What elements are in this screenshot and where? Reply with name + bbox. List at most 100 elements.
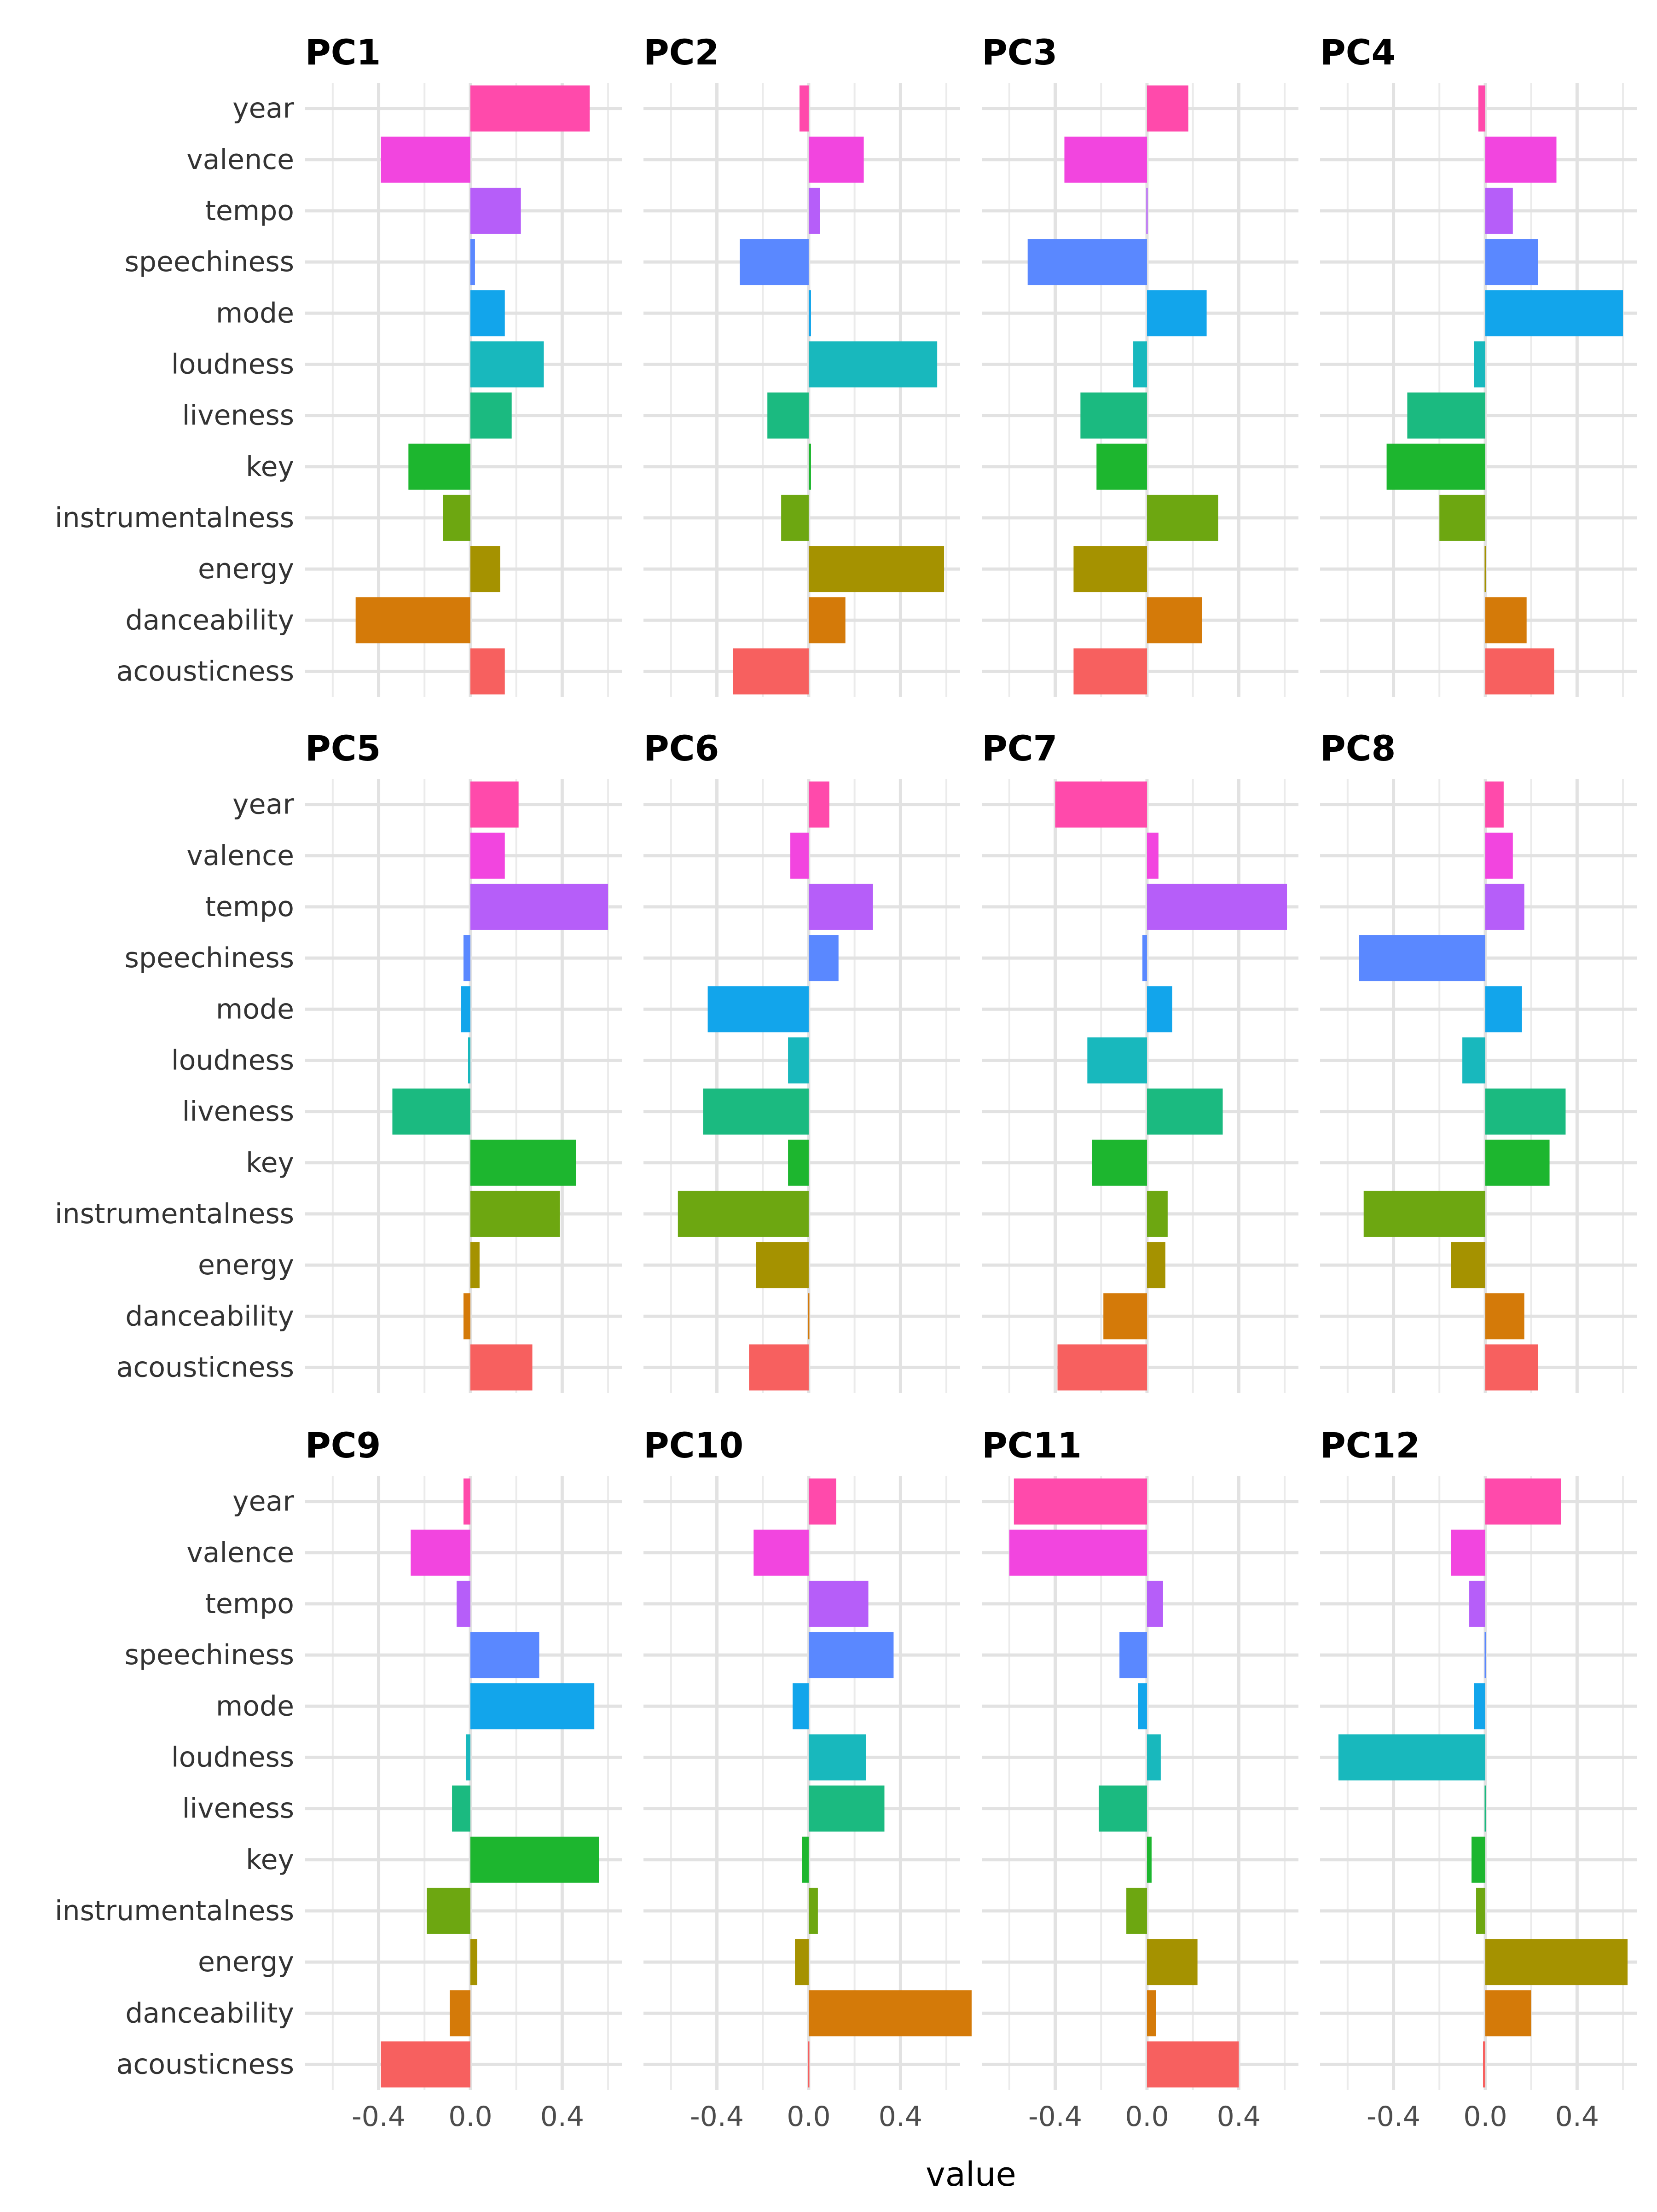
bar-pc3-key <box>1096 443 1147 490</box>
bar-pc4-danceability <box>1485 597 1527 644</box>
bar-pc9-mode <box>470 1683 595 1730</box>
bar-pc7-mode <box>1147 986 1172 1033</box>
y-tick-label: loudness <box>171 1044 294 1076</box>
bar-pc8-valence <box>1485 832 1513 879</box>
facet-title-pc9: PC9 <box>305 1425 381 1466</box>
bar-pc7-acousticness <box>1057 1344 1147 1391</box>
bar-pc2-danceability <box>808 597 846 644</box>
bar-pc11-key <box>1147 1836 1152 1883</box>
bar-pc9-instrumentalness <box>427 1887 470 1934</box>
y-tick-label: tempo <box>205 195 294 227</box>
x-tick-label: 0.0 <box>787 2101 830 2133</box>
bar-pc4-speechiness <box>1485 239 1538 285</box>
facet-title-pc2: PC2 <box>643 32 719 73</box>
bar-pc6-tempo <box>808 883 873 930</box>
bar-pc7-valence <box>1147 832 1159 879</box>
bar-pc1-mode <box>470 290 505 337</box>
y-tick-label: energy <box>198 1946 294 1978</box>
bar-pc1-key <box>408 443 470 490</box>
bar-pc1-liveness <box>470 392 512 439</box>
y-tick-label: loudness <box>171 348 294 380</box>
y-tick-label: tempo <box>205 1588 294 1620</box>
bar-pc2-loudness <box>808 341 938 388</box>
bar-pc11-energy <box>1147 1939 1198 1986</box>
bar-pc10-valence <box>753 1529 809 1576</box>
bar-pc10-tempo <box>808 1580 869 1627</box>
x-tick-label: 0.4 <box>879 2101 922 2133</box>
bar-pc1-acousticness <box>470 648 505 695</box>
facet-pc3: PC3 <box>982 32 1298 697</box>
bar-pc5-valence <box>470 832 505 879</box>
facet-title-pc8: PC8 <box>1320 728 1396 769</box>
bar-pc7-liveness <box>1147 1088 1223 1135</box>
bar-pc12-loudness <box>1338 1734 1485 1781</box>
y-tick-label: acousticness <box>116 2048 294 2080</box>
bar-pc2-year <box>800 85 809 132</box>
bar-pc4-instrumentalness <box>1439 494 1485 541</box>
bar-pc3-tempo <box>1146 187 1148 234</box>
bar-pc8-key <box>1485 1139 1550 1186</box>
facet-pc4: PC4 <box>1320 32 1637 697</box>
bar-pc12-tempo <box>1469 1580 1485 1627</box>
bar-pc4-loudness <box>1474 341 1485 388</box>
facet-title-pc5: PC5 <box>305 728 381 769</box>
facet-pc8: PC8 <box>1320 728 1637 1393</box>
bar-pc3-acousticness <box>1073 648 1147 695</box>
bar-pc1-speechiness <box>470 239 475 285</box>
x-tick-label: -0.4 <box>690 2101 744 2133</box>
bar-pc10-speechiness <box>808 1632 894 1678</box>
facet-title-pc1: PC1 <box>305 32 381 73</box>
bar-pc9-liveness <box>452 1785 470 1832</box>
bar-pc12-energy <box>1485 1939 1628 1986</box>
bar-pc7-year <box>1055 781 1147 828</box>
bar-pc12-mode <box>1474 1683 1485 1730</box>
bar-pc2-acousticness <box>733 648 809 695</box>
bar-pc6-valence <box>790 832 809 879</box>
facet-pc2: PC2 <box>643 32 960 697</box>
bar-pc8-year <box>1485 781 1504 828</box>
bar-pc5-tempo <box>470 883 608 930</box>
bar-pc4-liveness <box>1407 392 1485 439</box>
y-tick-label: acousticness <box>116 655 294 687</box>
facet-title-pc11: PC11 <box>982 1425 1082 1466</box>
bar-pc3-energy <box>1073 546 1147 592</box>
bar-pc10-instrumentalness <box>808 1887 818 1934</box>
y-tick-label: instrumentalness <box>55 1198 294 1230</box>
bar-pc12-acousticness <box>1483 2041 1485 2088</box>
facet-pc6: PC6 <box>643 728 960 1393</box>
x-tick-label: 0.0 <box>448 2101 492 2133</box>
bar-pc9-tempo <box>457 1580 470 1627</box>
bar-pc2-mode <box>808 290 811 337</box>
bar-pc2-valence <box>808 136 864 183</box>
y-tick-label: valence <box>186 144 294 176</box>
bar-pc5-danceability <box>463 1293 470 1340</box>
bar-pc5-liveness <box>392 1088 470 1135</box>
bar-pc9-valence <box>411 1529 470 1576</box>
bar-pc5-instrumentalness <box>470 1190 560 1237</box>
bar-pc5-energy <box>470 1242 480 1289</box>
bar-pc11-loudness <box>1147 1734 1161 1781</box>
bar-pc10-year <box>808 1478 836 1525</box>
bar-pc7-speechiness <box>1142 935 1147 981</box>
bar-pc6-energy <box>756 1242 809 1289</box>
bar-pc4-mode <box>1485 290 1623 337</box>
x-tick-label: -0.4 <box>1028 2101 1082 2133</box>
bar-pc2-tempo <box>808 187 820 234</box>
bar-pc6-liveness <box>703 1088 809 1135</box>
bar-pc4-acousticness <box>1485 648 1554 695</box>
facet-pc7: PC7 <box>982 728 1298 1393</box>
bar-pc1-danceability <box>355 597 470 644</box>
bar-pc10-loudness <box>808 1734 866 1781</box>
y-tick-label: speechiness <box>125 1639 294 1671</box>
bar-pc12-key <box>1472 1836 1485 1883</box>
bar-pc3-danceability <box>1147 597 1202 644</box>
bar-pc5-key <box>470 1139 576 1186</box>
bar-pc6-key <box>788 1139 809 1186</box>
bar-pc6-loudness <box>788 1037 809 1084</box>
x-axis-label: value <box>926 2155 1016 2194</box>
y-tick-label: energy <box>198 553 294 585</box>
y-tick-label: mode <box>216 297 294 329</box>
y-tick-label: key <box>246 1147 294 1179</box>
